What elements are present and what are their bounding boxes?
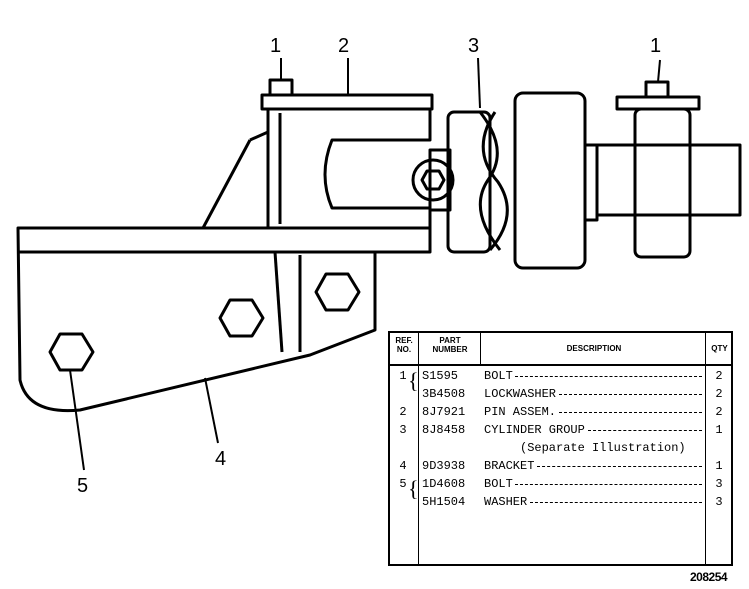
description: PIN ASSEM.	[484, 405, 557, 419]
rod-eye	[446, 110, 492, 254]
parts-row: 4 9D3938 BRACKET 1	[390, 459, 731, 475]
header-description: DESCRIPTION	[566, 344, 622, 353]
dot-leader	[559, 394, 702, 395]
dot-leader	[515, 376, 702, 377]
dot-leader	[529, 502, 702, 503]
description: BOLT	[484, 369, 513, 383]
quantity: 1	[715, 423, 723, 437]
callout-5: 5	[77, 475, 88, 497]
parts-table-header: REF. NO. PART NUMBER DESCRIPTION QTY	[390, 333, 731, 366]
part-number: 8J8458	[422, 423, 466, 437]
parts-row: 2 8J7921 PIN ASSEM. 2	[390, 405, 731, 421]
quantity: 2	[715, 405, 723, 419]
callout-4: 4	[215, 448, 226, 470]
parts-row: 5H1504 WASHER 3	[390, 495, 731, 511]
part-number: 8J7921	[422, 405, 466, 419]
ref-no: 5	[399, 477, 407, 491]
quantity: 2	[715, 369, 723, 383]
quantity: 1	[715, 459, 723, 473]
ref-no: 3	[399, 423, 407, 437]
description: (Separate Illustration)	[520, 441, 686, 455]
parts-row: 3 8J8458 CYLINDER GROUP 1	[390, 423, 731, 439]
parts-row: 5 1D4608 BOLT 3	[390, 477, 731, 493]
brace-ref-5: {	[408, 476, 419, 501]
callout-3: 3	[468, 35, 479, 57]
quantity: 3	[715, 477, 723, 491]
bracket-plate	[16, 226, 432, 413]
part-number: 1D4608	[422, 477, 466, 491]
dot-leader	[559, 412, 702, 413]
description: WASHER	[484, 495, 528, 509]
socket-bolt	[411, 158, 455, 202]
callout-1-left: 1	[270, 35, 281, 57]
header-part-number: PART NUMBER	[420, 336, 480, 354]
figure-number: 208254	[690, 570, 728, 584]
description: LOCKWASHER	[484, 387, 557, 401]
dot-leader	[515, 484, 702, 485]
header-qty: QTY	[711, 344, 728, 353]
quantity: 2	[715, 387, 723, 401]
parts-row: 3B4508 LOCKWASHER 2	[390, 387, 731, 403]
ref-no: 1	[399, 369, 407, 383]
part-number: 9D3938	[422, 459, 466, 473]
dot-leader	[537, 466, 702, 467]
header-part-line2: NUMBER	[432, 345, 468, 354]
hex-bolt-3	[314, 272, 361, 312]
part-number: 3B4508	[422, 387, 466, 401]
quantity: 3	[715, 495, 723, 509]
description: BOLT	[484, 477, 513, 491]
header-ref-line2: NO.	[396, 345, 412, 354]
header-part-line1: PART	[439, 336, 461, 345]
callout-1-right: 1	[650, 35, 661, 57]
parts-row: 1 S1595 BOLT 2	[390, 369, 731, 385]
cylinder-collar	[513, 91, 587, 270]
parts-row: (Separate Illustration)	[390, 441, 731, 457]
clevis-body	[266, 107, 432, 230]
description: CYLINDER GROUP	[484, 423, 585, 437]
hex-bolt-1	[48, 332, 95, 372]
brace-ref-1: {	[408, 368, 419, 393]
description: BRACKET	[484, 459, 535, 473]
ref-no: 4	[399, 459, 407, 473]
hex-bolt-2	[218, 298, 265, 338]
part-number: S1595	[422, 369, 459, 383]
part-number: 5H1504	[422, 495, 466, 509]
header-ref: REF. NO.	[390, 336, 418, 354]
dot-leader	[588, 430, 702, 431]
callout-2: 2	[338, 35, 349, 57]
ref-no: 2	[399, 405, 407, 419]
header-ref-line1: REF.	[395, 336, 413, 345]
parts-table: REF. NO. PART NUMBER DESCRIPTION QTY 1 S1…	[388, 331, 733, 566]
